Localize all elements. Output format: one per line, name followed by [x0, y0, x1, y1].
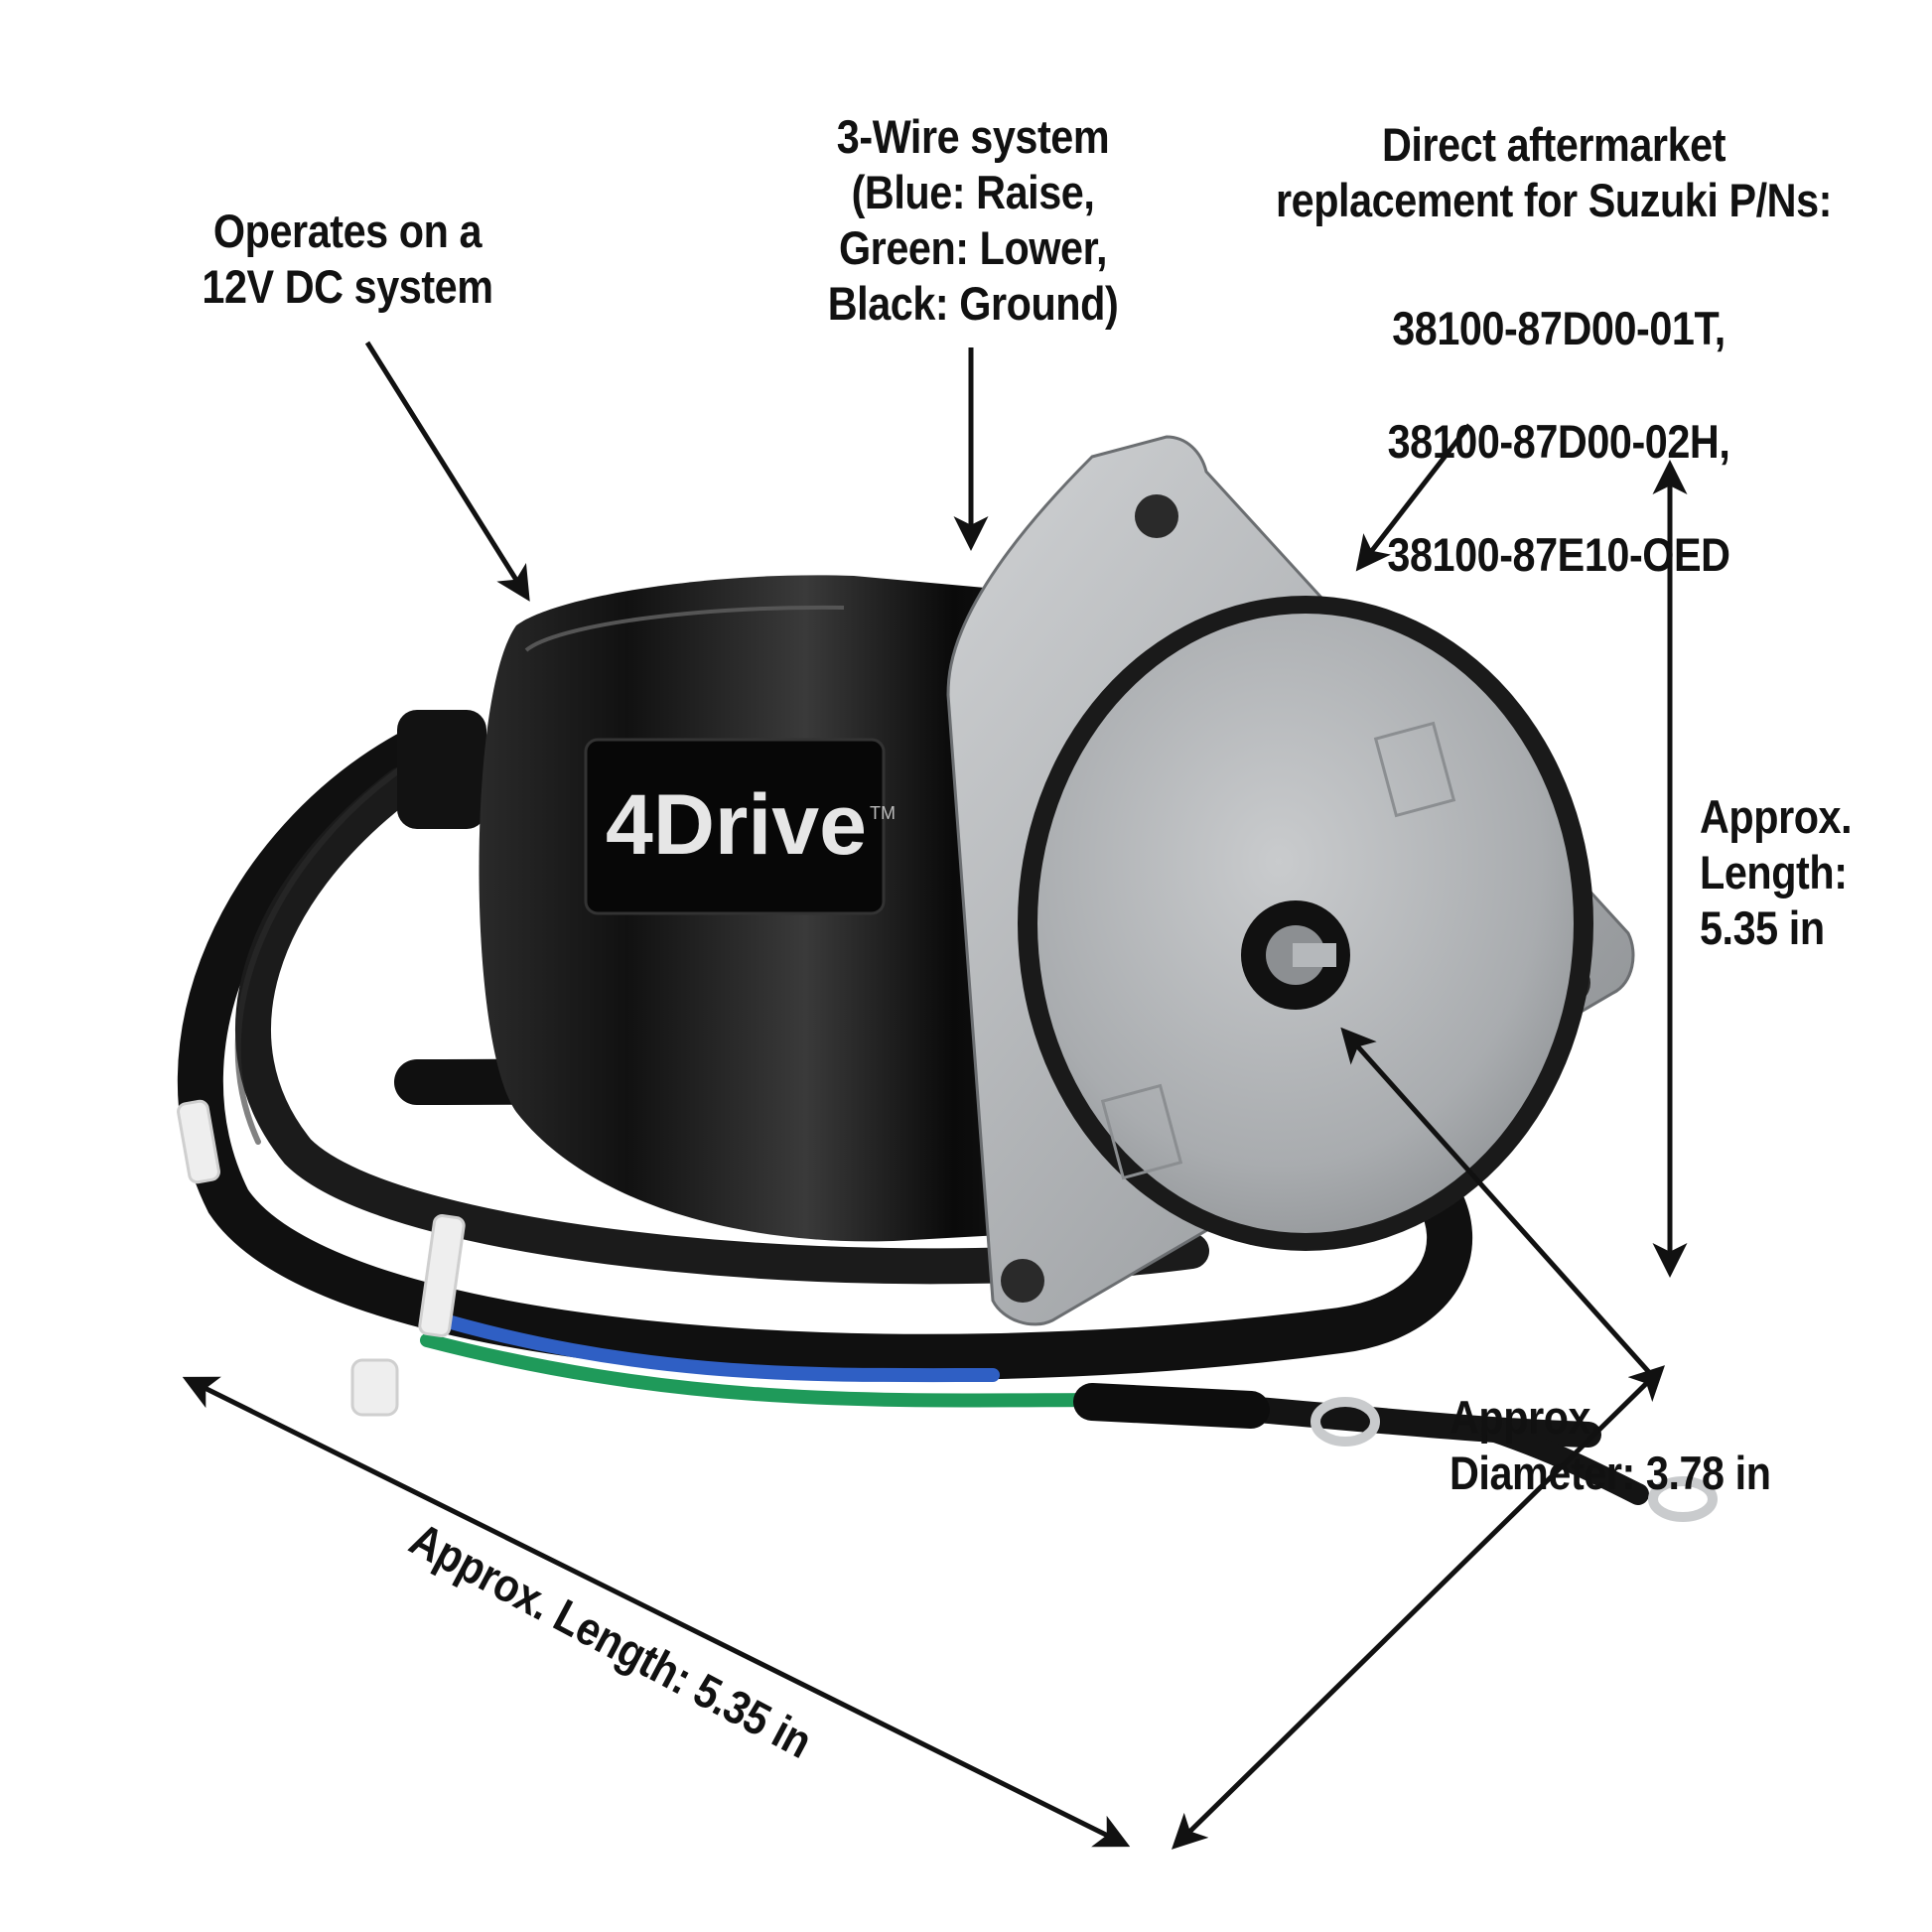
mount-hole-top	[1135, 494, 1178, 538]
part-number-list: 38100-87D00-01T, 38100-87D00-02H, 38100-…	[1358, 243, 1760, 639]
part-number: 38100-87D00-02H,	[1387, 415, 1730, 468]
voltage-annotation: Operates on a 12V DC system	[202, 205, 493, 313]
replacement-annotation: Direct aftermarket replacement for Suzuk…	[1276, 118, 1832, 226]
part-number: 38100-87D00-01T,	[1392, 302, 1725, 354]
arrow-icon	[1340, 1027, 1658, 1382]
part-number: 38100-87E10-OED	[1387, 528, 1730, 581]
wire-system-annotation: 3-Wire system (Blue: Raise, Green: Lower…	[827, 110, 1119, 330]
brand-label-plate	[584, 738, 886, 915]
arrow-icon	[1355, 423, 1471, 572]
length-annotation-right: Approx. Length: 5.35 in	[1700, 790, 1853, 954]
motor-flange	[946, 435, 1635, 1326]
motor-body: 4Drive TM	[397, 575, 1072, 1242]
mount-hole-bottom	[1001, 1259, 1044, 1303]
brand-logo: 4Drive	[606, 777, 867, 873]
arrow-icon	[364, 341, 530, 602]
diameter-annotation: Approx. Diameter: 3.78 in	[1449, 1391, 1771, 1499]
double-arrow-icon	[1172, 1365, 1665, 1850]
trademark-mark: TM	[870, 803, 896, 823]
annotation-arrows	[182, 341, 1688, 1850]
blue-wire	[420, 1309, 1000, 1383]
double-arrow-icon	[182, 1376, 1131, 1848]
